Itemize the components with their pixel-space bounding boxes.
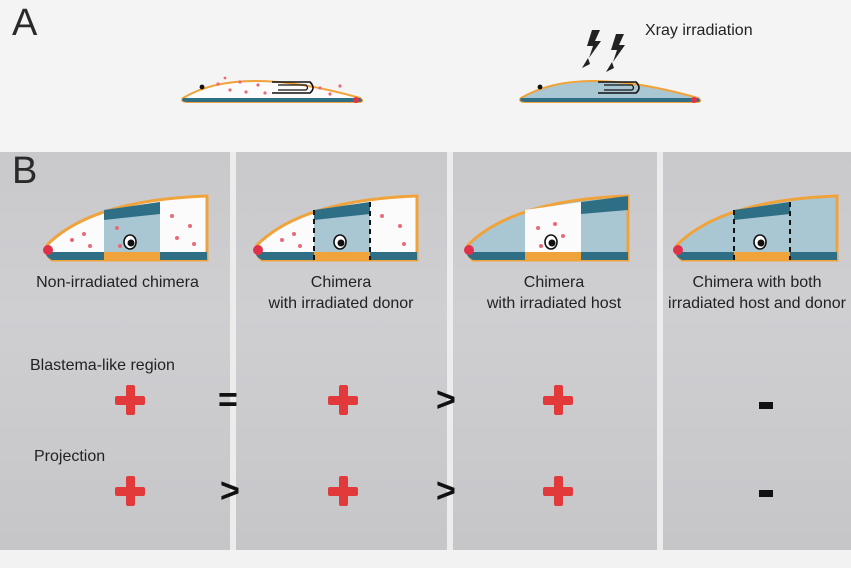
row-label-blastema: Blastema-like region — [30, 357, 175, 374]
lightning-bolt-icon — [582, 30, 625, 72]
column-label-line: Chimera — [523, 274, 585, 291]
chimera-non-irradiated — [43, 194, 209, 262]
row-label-projection: Projection — [34, 448, 106, 465]
operator-greater-than: > — [220, 472, 240, 510]
chimera-irradiated-donor — [253, 194, 419, 262]
panel-a-label: A — [12, 2, 38, 44]
non-irradiated-animal — [181, 76, 364, 103]
chimera-both-irradiated — [673, 194, 839, 262]
bottom-margin — [0, 550, 851, 568]
minus-mark — [759, 490, 773, 497]
column-label-irradiated-donor: Chimera with irradiated donor — [236, 272, 446, 314]
plus-mark — [543, 476, 573, 506]
plus-mark — [115, 385, 145, 415]
column-label-line: Chimera with both — [692, 274, 822, 291]
column-label-non-irradiated: Non-irradiated chimera — [10, 272, 225, 293]
plus-mark — [328, 385, 358, 415]
operator-equals: = — [218, 381, 238, 419]
column-divider — [230, 152, 236, 550]
operator-greater-than: > — [436, 472, 456, 510]
panel-b-label: B — [12, 150, 38, 192]
column-label-line: with irradiated donor — [268, 295, 414, 312]
column-label-line: Non-irradiated chimera — [36, 274, 199, 291]
column-divider — [657, 152, 663, 550]
xray-irradiation-label: Xray irradiation — [645, 22, 753, 39]
chimera-irradiated-host — [464, 194, 630, 262]
plus-mark — [115, 476, 145, 506]
minus-mark — [759, 402, 773, 409]
column-label-line: Chimera — [310, 274, 372, 291]
plus-mark — [328, 476, 358, 506]
operator-greater-than: > — [436, 381, 456, 419]
column-divider — [447, 152, 453, 550]
column-label-irradiated-host: Chimera with irradiated host — [452, 272, 656, 314]
plus-mark — [543, 385, 573, 415]
column-label-line: irradiated host and donor — [668, 295, 846, 312]
column-label-line: with irradiated host — [486, 295, 622, 312]
column-label-both-irradiated: Chimera with both irradiated host and do… — [663, 272, 851, 314]
irradiated-animal — [519, 80, 702, 103]
